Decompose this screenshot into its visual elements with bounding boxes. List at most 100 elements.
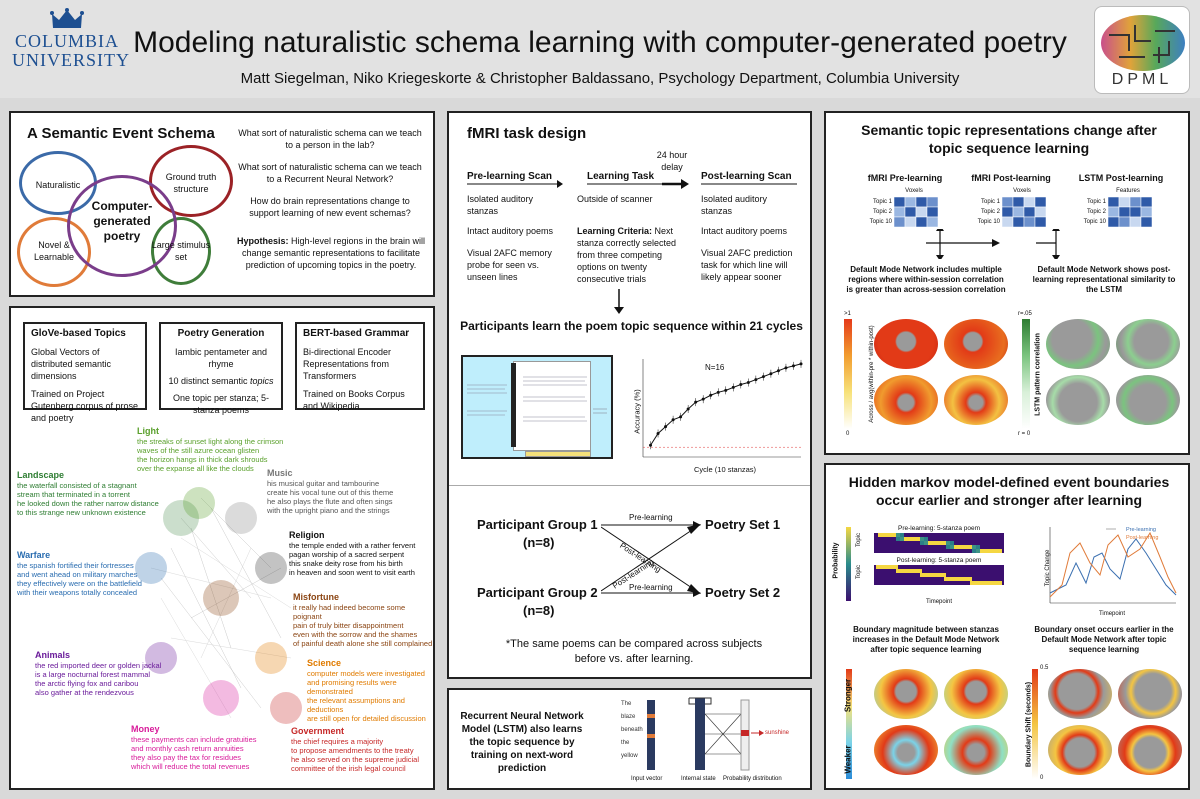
label-large: Large stimulus set [151, 240, 211, 262]
generation-title: Poetry Generation [177, 328, 265, 339]
timepoint-label-heat: Timepoint [925, 599, 953, 605]
pre-scan-title: Pre-learning Scan [467, 171, 553, 182]
brain-magnitude-1 [874, 669, 938, 719]
participants-heading: Participants learn the poem topic sequen… [460, 319, 803, 333]
schema-title: A Semantic Event Schema [27, 125, 215, 142]
group-set-arrows [601, 521, 701, 597]
hmm-title: Hidden markov model-defined event bounda… [848, 474, 1170, 508]
bert-desc-2: Trained on Books Corpus and Wikipedia [303, 389, 405, 411]
task-screen-footer [525, 451, 591, 457]
lstm-internal-label: Internal state [681, 776, 716, 782]
colorbar-left-bottom: 0 [846, 431, 850, 437]
accuracy-point [716, 390, 720, 394]
probability-label: Probability [832, 542, 840, 579]
pre-heatmap [874, 533, 1004, 553]
brain-left-2 [944, 319, 1008, 369]
accuracy-point [791, 364, 795, 368]
post-heat-label: Post-learning: 5-stanza poem [896, 557, 982, 564]
brain-magnitude-3 [874, 725, 938, 775]
criteria-label: Learning Criteria: [577, 226, 653, 236]
brain-shift-3 [1048, 725, 1112, 775]
brain-right-4 [1116, 375, 1180, 425]
label-naturalistic: Naturalistic [35, 180, 81, 190]
set1-label: Poetry Set 1 [705, 517, 781, 532]
glove-title: GloVe-based Topics [31, 328, 126, 339]
question-3: How do brain representations change to s… [249, 196, 411, 218]
brain-shift-4 [1118, 725, 1182, 775]
label-fmri-post: fMRI Post-learning [971, 173, 1051, 183]
legend-post: Post-learning [1126, 535, 1159, 541]
shift-top: 0.5 [1040, 665, 1049, 671]
accuracy-ylabel: Accuracy (%) [632, 389, 642, 434]
accuracy-xlabel: Cycle (10 stanzas) [693, 465, 757, 474]
delay-label: 24 hour delay [656, 150, 688, 172]
circle-ground-truth [149, 145, 233, 217]
lstm-prob-label: Probability distribution [723, 776, 782, 782]
colorbar-left-top: >1 [844, 311, 851, 317]
group1-label: Participant Group 1 [477, 517, 598, 532]
brain-maze-icon [1101, 15, 1185, 71]
brain-shift-1 [1048, 669, 1112, 719]
pre-item-1: Isolated auditory stanzas [467, 194, 534, 216]
accuracy-point [649, 443, 653, 447]
accuracy-point [656, 431, 660, 435]
shift-colorbar [1032, 669, 1038, 779]
poster-authors: Matt Siegelman, Niko Kriegeskorte & Chri… [240, 70, 960, 87]
question-2: What sort of naturalistic schema can we … [238, 162, 422, 184]
voxels-label-1: Voxels [905, 188, 923, 194]
generation-box: Poetry Generation Iambic pentameter and … [159, 322, 283, 415]
pre-item-3: Visual 2AFC memory probe for seen vs. un… [467, 248, 552, 282]
post-item-2: Intact auditory poems [701, 226, 788, 236]
columbia-logo: COLUMBIA UNIVERSITY [12, 8, 129, 70]
bert-title: BERT-based Grammar [303, 328, 410, 339]
label-novel: Novel & Learnable [33, 240, 75, 262]
lstm-panel: Recurrent Neural Network Model (LSTM) al… [447, 688, 812, 790]
brain-left-1 [874, 319, 938, 369]
lstm-output-word: sunshine [765, 730, 790, 736]
features-label: Features [1116, 188, 1140, 194]
matrix-fmri-post [1002, 197, 1046, 227]
accuracy-point [686, 407, 690, 411]
strength-colorbar [846, 669, 852, 779]
post-scan-title: Post-learning Scan [701, 171, 792, 182]
post-heatmap [874, 565, 1004, 585]
task-screen-page [513, 361, 591, 451]
accuracy-point [746, 381, 750, 385]
generation-desc-3: One topic per stanza; 5-stanza poems [172, 393, 270, 415]
label-lstm-post: LSTM Post-learning [1078, 173, 1164, 183]
brain-left-3 [874, 375, 938, 425]
accuracy-point [679, 415, 683, 419]
question-1: What sort of naturalistic schema can we … [238, 128, 422, 150]
stronger-label: Stronger [843, 678, 853, 713]
topic-embedding-plot [135, 487, 302, 724]
glove-box: GloVe-based Topics Global Vectors of dis… [23, 322, 147, 423]
poster-header: COLUMBIA UNIVERSITY Modeling naturalisti… [0, 0, 1200, 98]
hypothesis: Hypothesis: High-level regions in the br… [235, 235, 427, 271]
lstm-description: Recurrent Neural Network Model (LSTM) al… [460, 711, 584, 774]
circle-center [67, 175, 177, 277]
hmm-panel: Hidden markov model-defined event bounda… [824, 463, 1190, 790]
brain-right-1 [1046, 319, 1110, 369]
probability-colorbar [846, 527, 851, 601]
dmn-right-text: Default Mode Network shows post-learning… [1032, 265, 1176, 294]
generation-desc-2b: topics [250, 376, 274, 386]
fmri-panel: fMRI task design Pre-learning Scan Learn… [447, 111, 812, 679]
footnote: *The same poems can be compared across s… [505, 638, 763, 665]
label-pre-top: Pre-learning [629, 513, 673, 522]
brain-left-4 [944, 375, 1008, 425]
label-center: Computer-generated poetry [91, 199, 153, 243]
accuracy-point [701, 397, 705, 401]
generation-desc-2: 10 distinct semantic topics [167, 375, 275, 387]
accuracy-point [761, 375, 765, 379]
accuracy-series-line [650, 363, 802, 446]
onset-text: Boundary onset occurs earlier in the Def… [1034, 625, 1174, 654]
bert-desc-1: Bi-directional Encoder Representations f… [303, 347, 392, 381]
